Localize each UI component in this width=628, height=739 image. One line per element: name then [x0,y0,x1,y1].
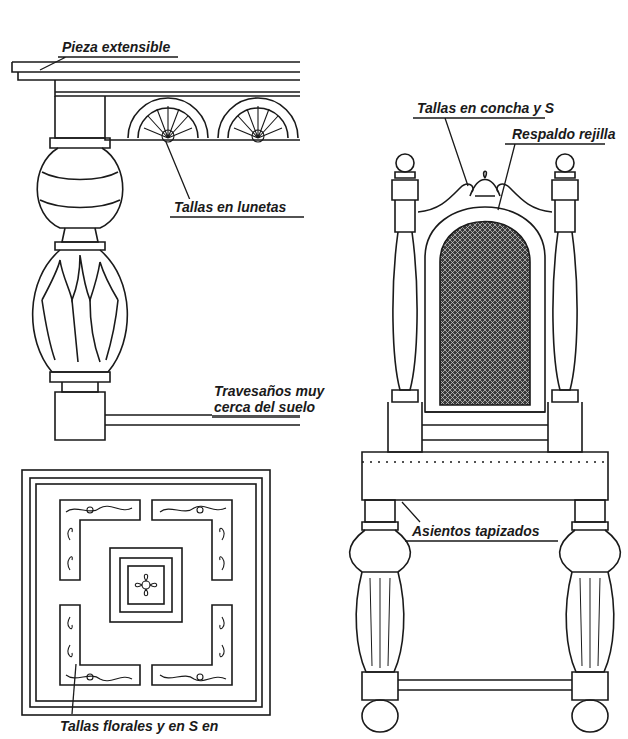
callout-label: Pieza extensible [60,39,172,55]
callout-label: Respaldo rejilla [510,126,617,142]
leader-lines [40,57,605,714]
callout-label: Tallas en lunetas [172,199,288,215]
callout-label: Tallas florales y en S en [58,718,220,734]
callout-label: Tallas en concha y S [415,100,556,116]
panel-drawing [22,470,270,715]
callout-label: Travesaños muy cerca del suelo [212,383,328,415]
chair-drawing [350,154,621,732]
callout-label: Asientos tapizados [410,523,542,539]
